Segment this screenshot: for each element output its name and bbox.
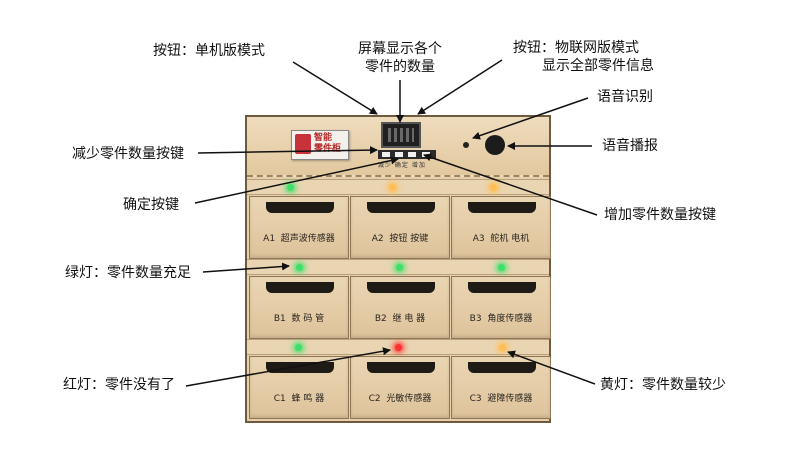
callout-red-light: 红灯：零件没有了	[63, 377, 175, 393]
led-c2-red	[395, 344, 402, 351]
drawer-b3[interactable]: B3 角度传感器	[451, 276, 551, 339]
led-a1-green	[287, 184, 294, 191]
drawer-b2[interactable]: B2 继 电 器	[350, 276, 450, 339]
callout-green-light: 绿灯：零件数量充足	[65, 265, 191, 281]
drawer-handle[interactable]	[367, 282, 435, 293]
drawer-label: C1 蜂 鸣 器	[273, 394, 325, 404]
drawer-handle[interactable]	[367, 202, 435, 213]
drawer-handle[interactable]	[468, 362, 536, 373]
led-c3-yellow	[499, 344, 506, 351]
screen-pixels	[388, 128, 414, 142]
callout-screen-line2: 零件的数量	[365, 59, 435, 75]
drawer-handle[interactable]	[468, 282, 536, 293]
drawer-handle[interactable]	[468, 202, 536, 213]
callout-confirm-button: 确定按键	[123, 197, 179, 213]
drawer-label: A3 舵机 电机	[472, 234, 530, 244]
callout-iot-line1: 按钮：物联网版模式	[513, 40, 639, 56]
callout-iot-line2: 显示全部零件信息	[542, 58, 654, 74]
drawer-a3[interactable]: A3 舵机 电机	[451, 196, 551, 259]
label-red-block	[295, 134, 311, 154]
microphone-icon	[463, 142, 469, 148]
led-a3-yellow	[490, 184, 497, 191]
drawer-label: B2 继 电 器	[374, 314, 426, 324]
parts-cabinet: 智能 零件柜 减少 确定 增加 A1 超声波传感器 A2 按钮 按键	[245, 115, 551, 423]
drawer-handle[interactable]	[367, 362, 435, 373]
callout-decrease-button: 减少零件数量按键	[72, 146, 184, 162]
callout-screen: 屏幕显示各个 零件的数量	[352, 40, 448, 76]
brand-label-card: 智能 零件柜	[291, 130, 349, 160]
drawer-c1[interactable]: C1 蜂 鸣 器	[249, 356, 349, 419]
button-captions: 减少 确定 增加	[378, 162, 426, 169]
drawer-a1[interactable]: A1 超声波传感器	[249, 196, 349, 259]
button-strip	[378, 150, 436, 159]
drawer-label: A2 按钮 按键	[371, 234, 429, 244]
decrease-button[interactable]	[408, 152, 416, 157]
standalone-mode-button[interactable]	[382, 152, 390, 157]
drawer-a2[interactable]: A2 按钮 按键	[350, 196, 450, 259]
iot-mode-button[interactable]	[395, 152, 403, 157]
callout-iot-mode: 按钮：物联网版模式 显示全部零件信息	[513, 39, 654, 75]
callout-screen-line1: 屏幕显示各个	[358, 41, 442, 57]
drawer-b1[interactable]: B1 数 码 管	[249, 276, 349, 339]
control-panel: 智能 零件柜 减少 确定 增加	[247, 117, 549, 177]
drawer-label: C2 光敏传感器	[368, 394, 432, 404]
drawer-label: C3 避障传感器	[469, 394, 533, 404]
display-screen	[381, 122, 421, 148]
drawer-handle[interactable]	[266, 282, 334, 293]
speaker-icon	[485, 135, 505, 155]
drawer-label: A1 超声波传感器	[263, 234, 335, 244]
callout-voice-recognition: 语音识别	[597, 89, 653, 105]
callout-standalone-mode: 按钮：单机版模式	[153, 43, 265, 59]
label-line2: 零件柜	[314, 144, 342, 154]
label-text: 智能 零件柜	[314, 133, 341, 155]
led-c1-green	[295, 344, 302, 351]
led-b3-green	[498, 264, 505, 271]
drawer-handle[interactable]	[266, 362, 334, 373]
label-line1: 智能	[314, 133, 333, 143]
drawer-handle[interactable]	[266, 202, 334, 213]
drawer-c3[interactable]: C3 避障传感器	[451, 356, 551, 419]
increase-button[interactable]	[422, 152, 430, 157]
led-b1-green	[296, 264, 303, 271]
callout-yellow-light: 黄灯：零件数量较少	[600, 377, 726, 393]
led-a2-yellow	[389, 184, 396, 191]
drawer-label: B1 数 码 管	[273, 314, 325, 324]
drawer-label: B3 角度传感器	[469, 314, 533, 324]
callout-voice-broadcast: 语音播报	[602, 138, 658, 154]
callout-increase-button: 增加零件数量按键	[604, 207, 716, 223]
drawer-c2[interactable]: C2 光敏传感器	[350, 356, 450, 419]
led-b2-green	[396, 264, 403, 271]
